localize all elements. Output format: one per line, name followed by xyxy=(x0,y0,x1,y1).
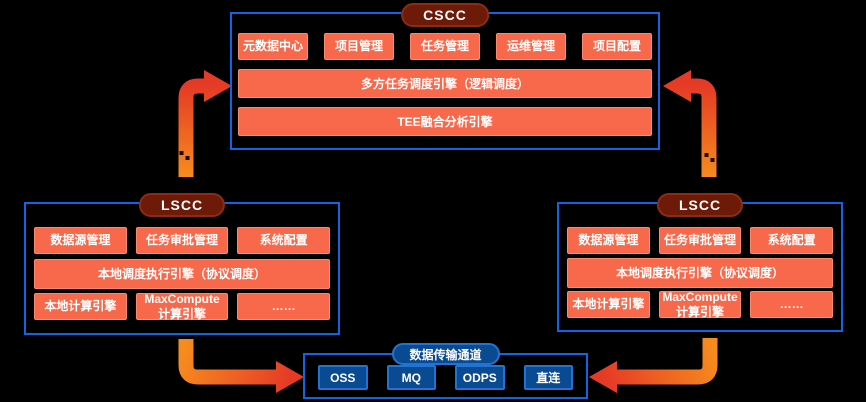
maxcompute-line2: 计算引擎 xyxy=(158,306,207,321)
module-maxcompute-engine: MaxCompute 计算引擎 xyxy=(658,289,742,319)
arrow-lscc-right-to-channel xyxy=(589,338,718,393)
lscc-left-panel: LSCC 数据源管理 任务审批管理 系统配置 本地调度执行引擎（协议调度） 本地… xyxy=(24,193,340,335)
lscc-left-badge: LSCC xyxy=(138,193,226,217)
module-task-management: 任务管理 xyxy=(410,33,480,60)
channel-option-mq: MQ xyxy=(386,365,436,390)
module-system-config: 系统配置 xyxy=(237,227,331,254)
channel-option-oss: OSS xyxy=(318,365,368,390)
module-ops-management: 运维管理 xyxy=(496,33,566,60)
data-channel-panel: 数据传输通道 OSS MQ ODPS 直连 xyxy=(303,343,588,399)
local-scheduler-engine-bar: 本地调度执行引擎（协议调度） xyxy=(567,257,833,288)
module-metadata-center: 元数据中心 xyxy=(238,33,308,60)
cscc-panel: CSCC 元数据中心 项目管理 任务管理 运维管理 项目配置 多方任务调度引擎（… xyxy=(230,3,660,150)
arrow-break-dots xyxy=(179,151,190,160)
module-datasource-management: 数据源管理 xyxy=(567,227,650,254)
module-project-management: 项目管理 xyxy=(324,33,394,60)
arrow-lscc-left-to-channel xyxy=(178,339,304,393)
module-maxcompute-engine: MaxCompute 计算引擎 xyxy=(135,291,229,321)
lscc-left-compute-row: 本地计算引擎 MaxCompute 计算引擎 …… xyxy=(34,291,331,321)
module-system-config: 系统配置 xyxy=(750,227,834,254)
maxcompute-line2: 计算引擎 xyxy=(676,304,725,319)
maxcompute-line1: MaxCompute xyxy=(662,289,738,304)
lscc-left-module-row: 数据源管理 任务审批管理 系统配置 xyxy=(34,227,331,254)
module-local-compute-engine: 本地计算引擎 xyxy=(34,293,127,320)
module-task-approval-management: 任务审批管理 xyxy=(658,227,742,254)
local-scheduler-engine-bar: 本地调度执行引擎（协议调度） xyxy=(34,258,330,289)
module-more-engines: …… xyxy=(750,291,834,318)
module-task-approval-management: 任务审批管理 xyxy=(135,227,229,254)
maxcompute-line1: MaxCompute xyxy=(144,291,220,306)
module-local-compute-engine: 本地计算引擎 xyxy=(567,291,650,318)
module-datasource-management: 数据源管理 xyxy=(34,227,127,254)
tee-analysis-engine-bar: TEE融合分析引擎 xyxy=(238,107,652,136)
lscc-right-module-row: 数据源管理 任务审批管理 系统配置 xyxy=(567,227,834,254)
channel-option-direct: 直连 xyxy=(523,365,573,390)
module-more-engines: …… xyxy=(237,293,331,320)
channel-option-odps: ODPS xyxy=(455,365,505,390)
cscc-module-row: 元数据中心 项目管理 任务管理 运维管理 项目配置 xyxy=(238,33,652,60)
module-project-config: 项目配置 xyxy=(582,33,652,60)
lscc-right-badge: LSCC xyxy=(656,193,744,217)
data-channel-badge: 数据传输通道 xyxy=(391,343,500,365)
multiparty-scheduler-engine-bar: 多方任务调度引擎（逻辑调度） xyxy=(238,69,652,98)
lscc-right-panel: LSCC 数据源管理 任务审批管理 系统配置 本地调度执行引擎（协议调度） 本地… xyxy=(557,193,843,332)
arrow-break-dots xyxy=(704,153,715,162)
arrow-lscc-left-to-cscc xyxy=(178,70,232,177)
lscc-right-compute-row: 本地计算引擎 MaxCompute 计算引擎 …… xyxy=(567,289,834,319)
arrow-lscc-right-to-cscc xyxy=(663,70,717,177)
cscc-badge: CSCC xyxy=(401,3,489,27)
